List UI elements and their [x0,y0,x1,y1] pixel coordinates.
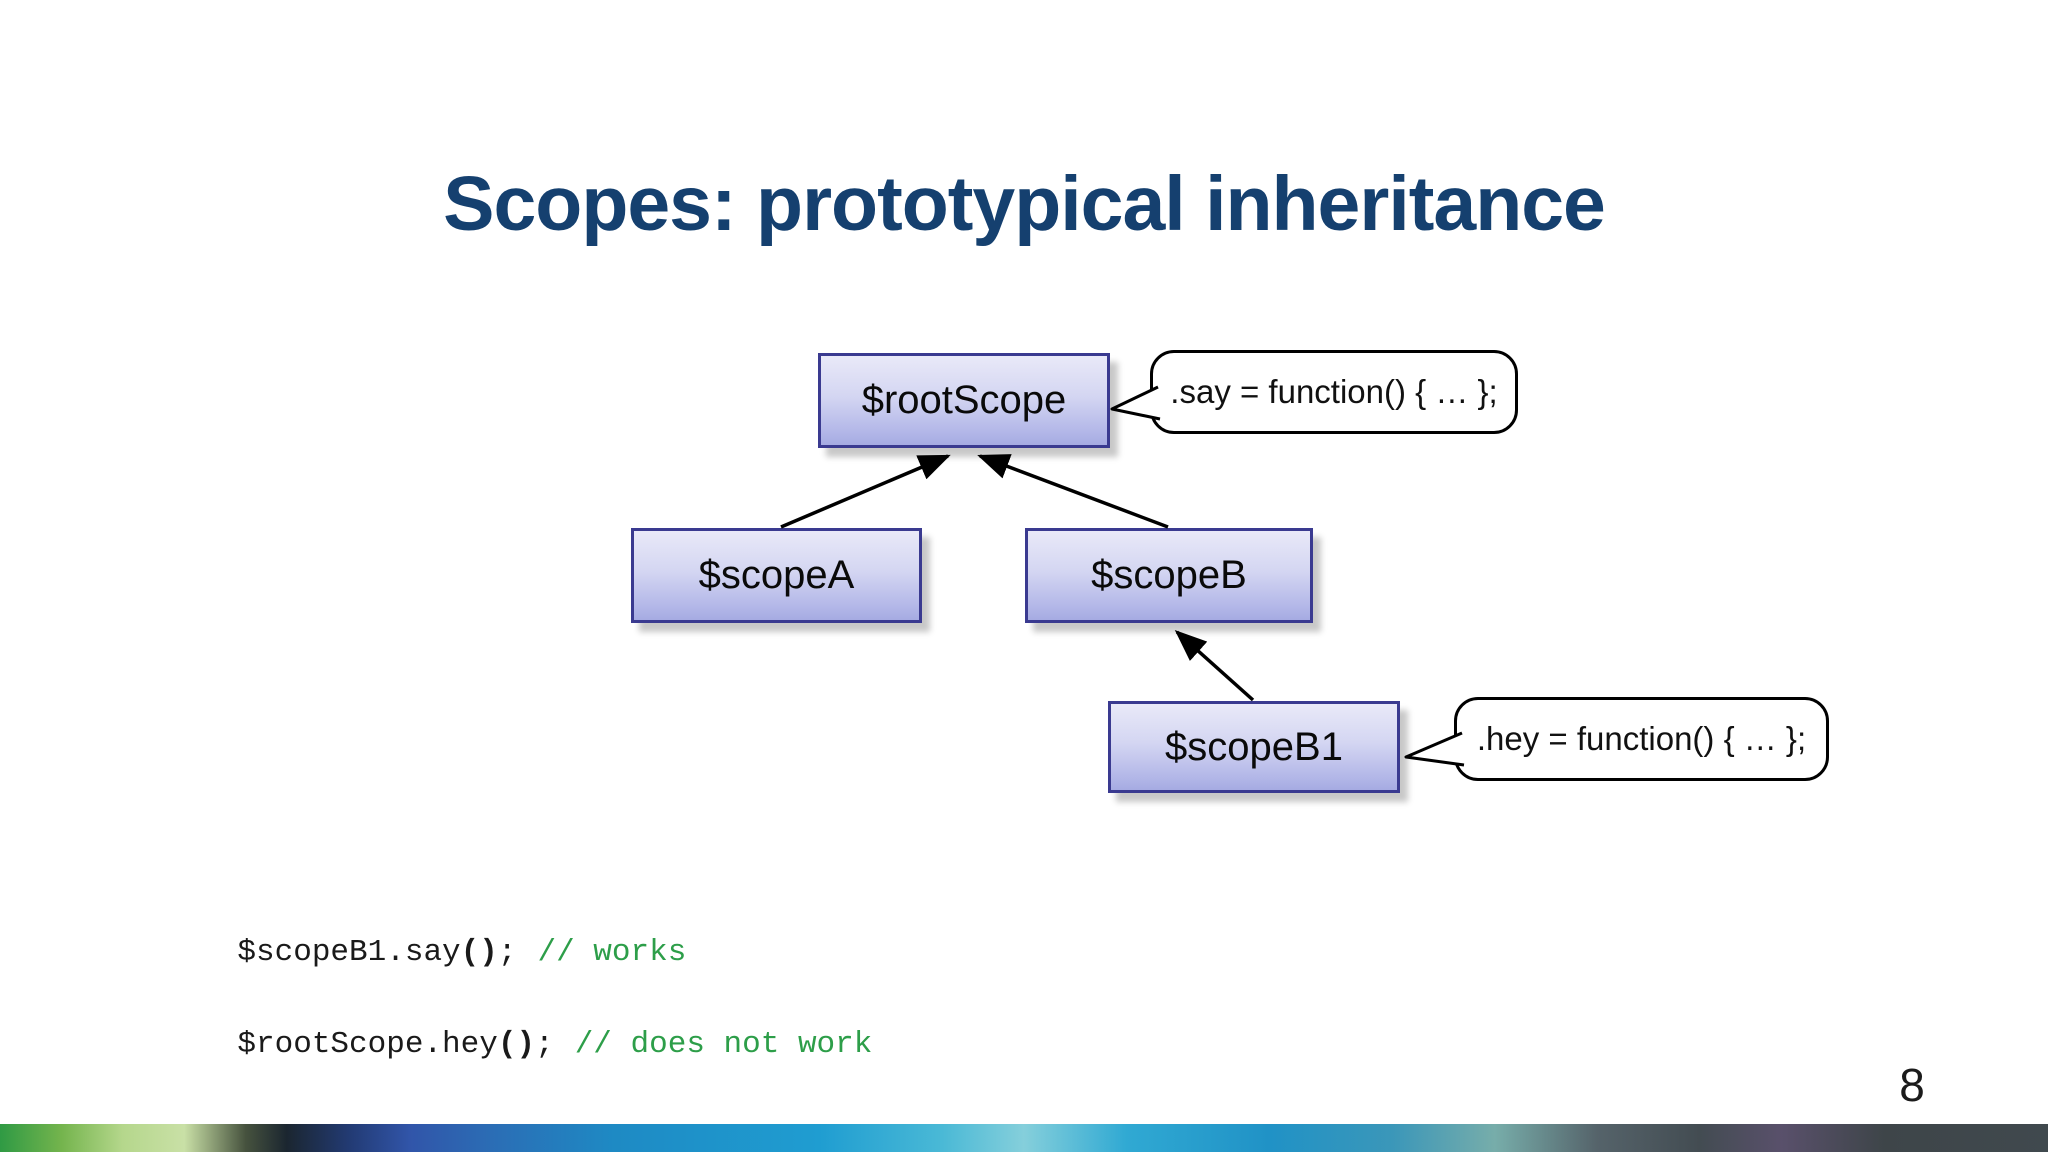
code-semicolon: ; [497,935,517,970]
callout-hey-function: .hey = function() { … }; [1454,697,1829,781]
callout-hey-text: .hey = function() { … }; [1476,720,1807,757]
edge-scopeb1-to-scopeb-arrow [1174,629,1255,702]
callout-say-function: .say = function() { … }; [1150,350,1518,434]
edge-scopeb-to-rootscope-arrow [977,454,1169,529]
edge-scopea-to-rootscope-arrow [780,454,951,529]
node-scopeb1: $scopeB1 [1108,701,1400,793]
code-line-scopeb1-say: $scopeB1.say(); // works [163,900,686,1005]
code-line-rootscope-hey: $rootScope.hey(); // does not work [163,992,872,1097]
code-parens: () [460,935,498,970]
node-scopea: $scopeA [631,528,922,623]
code-comment-does-not-work: // does not work [574,1027,873,1062]
code-comment-works: // works [537,935,687,970]
node-scopeb: $scopeB [1025,528,1313,623]
slide-title: Scopes: prototypical inheritance [443,161,1606,247]
page-number: 8 [1899,1059,1925,1111]
node-scopea-label: $scopeA [698,553,855,597]
node-scopeb1-label: $scopeB1 [1165,724,1343,769]
footer-accent-strip [0,1124,2048,1152]
node-rootscope: $rootScope [818,353,1110,448]
code-semicolon: ; [535,1027,554,1062]
code-call: $rootScope.hey [237,1027,498,1062]
code-parens: () [497,1027,536,1062]
node-rootscope-label: $rootScope [861,378,1067,422]
callout-say-text: .say = function() { … }; [1170,373,1498,410]
code-call: $scopeB1.say [237,935,461,970]
node-scopeb-label: $scopeB [1091,553,1247,597]
